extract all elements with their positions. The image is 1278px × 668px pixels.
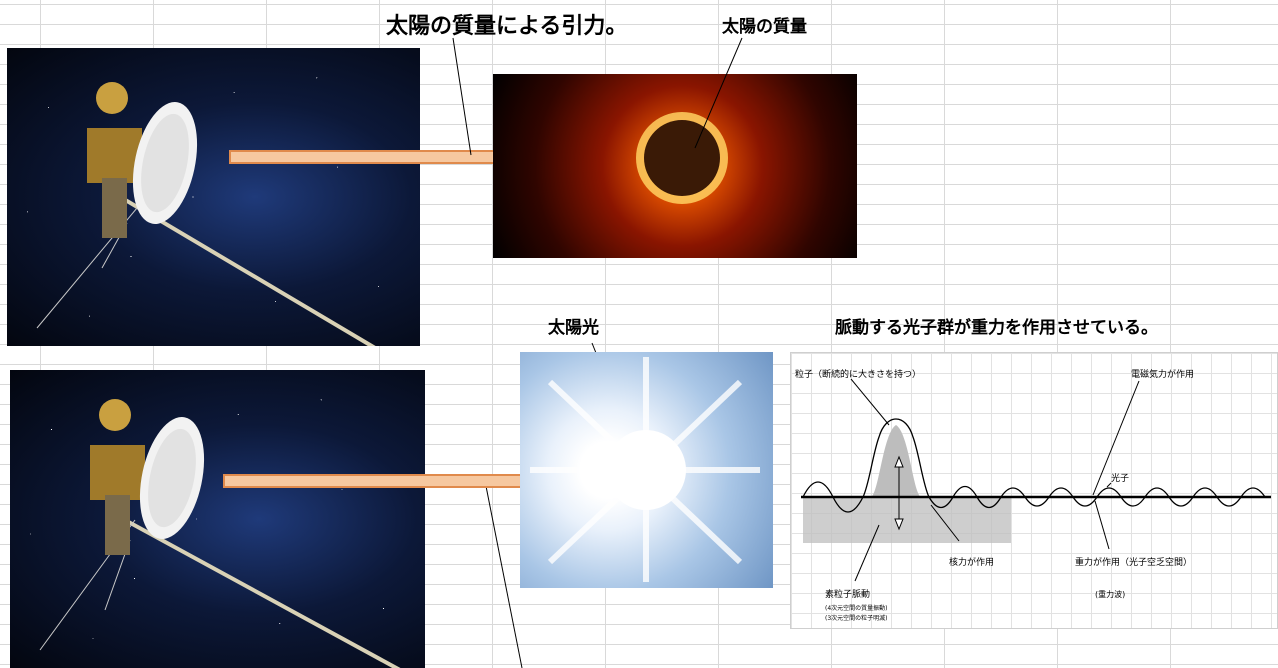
label-pulsating-photons: 脈動する光子群が重力を作用させている。 <box>835 318 1158 338</box>
photon-gravity-diagram: 粒子（断続的に大きさを持つ） 電磁気力が作用 光子 核力が作用 重力が作用（光子… <box>790 352 1278 629</box>
sunburst-image <box>520 352 773 588</box>
diagram-label-nuclear-force: 核力が作用 <box>949 558 995 568</box>
diagram-label-gravity-force: 重力が作用（光子空乏空間） <box>1075 558 1193 568</box>
diagram-label-photon: 光子 <box>1111 474 1130 484</box>
diagram-label-particle: 粒子（断続的に大きさを持つ） <box>795 370 922 380</box>
label-sun-mass: 太陽の質量 <box>722 17 807 37</box>
diagram-label-em-force: 電磁気力が作用 <box>1131 370 1195 380</box>
spacecraft-icon <box>36 82 376 346</box>
diagram-label-elementary-pulse: 素粒子脈動 <box>825 590 871 600</box>
diagram-note-4d: (4次元空間の質量振動) <box>825 605 888 612</box>
spacecraft-image-top <box>7 48 420 346</box>
arrow-right-icon <box>223 466 567 496</box>
spacecraft-image-bottom <box>10 370 425 668</box>
diagram-label-gravity-wave: (重力波) <box>1095 590 1126 599</box>
label-sunlight: 太陽光 <box>548 318 599 338</box>
label-gravity-sun-mass: 太陽の質量による引力。 <box>386 14 628 39</box>
diagram-note-3d: (3次元空間の粒子明滅) <box>825 615 888 622</box>
eclipse-image <box>493 74 857 258</box>
spacecraft-icon <box>39 399 401 668</box>
